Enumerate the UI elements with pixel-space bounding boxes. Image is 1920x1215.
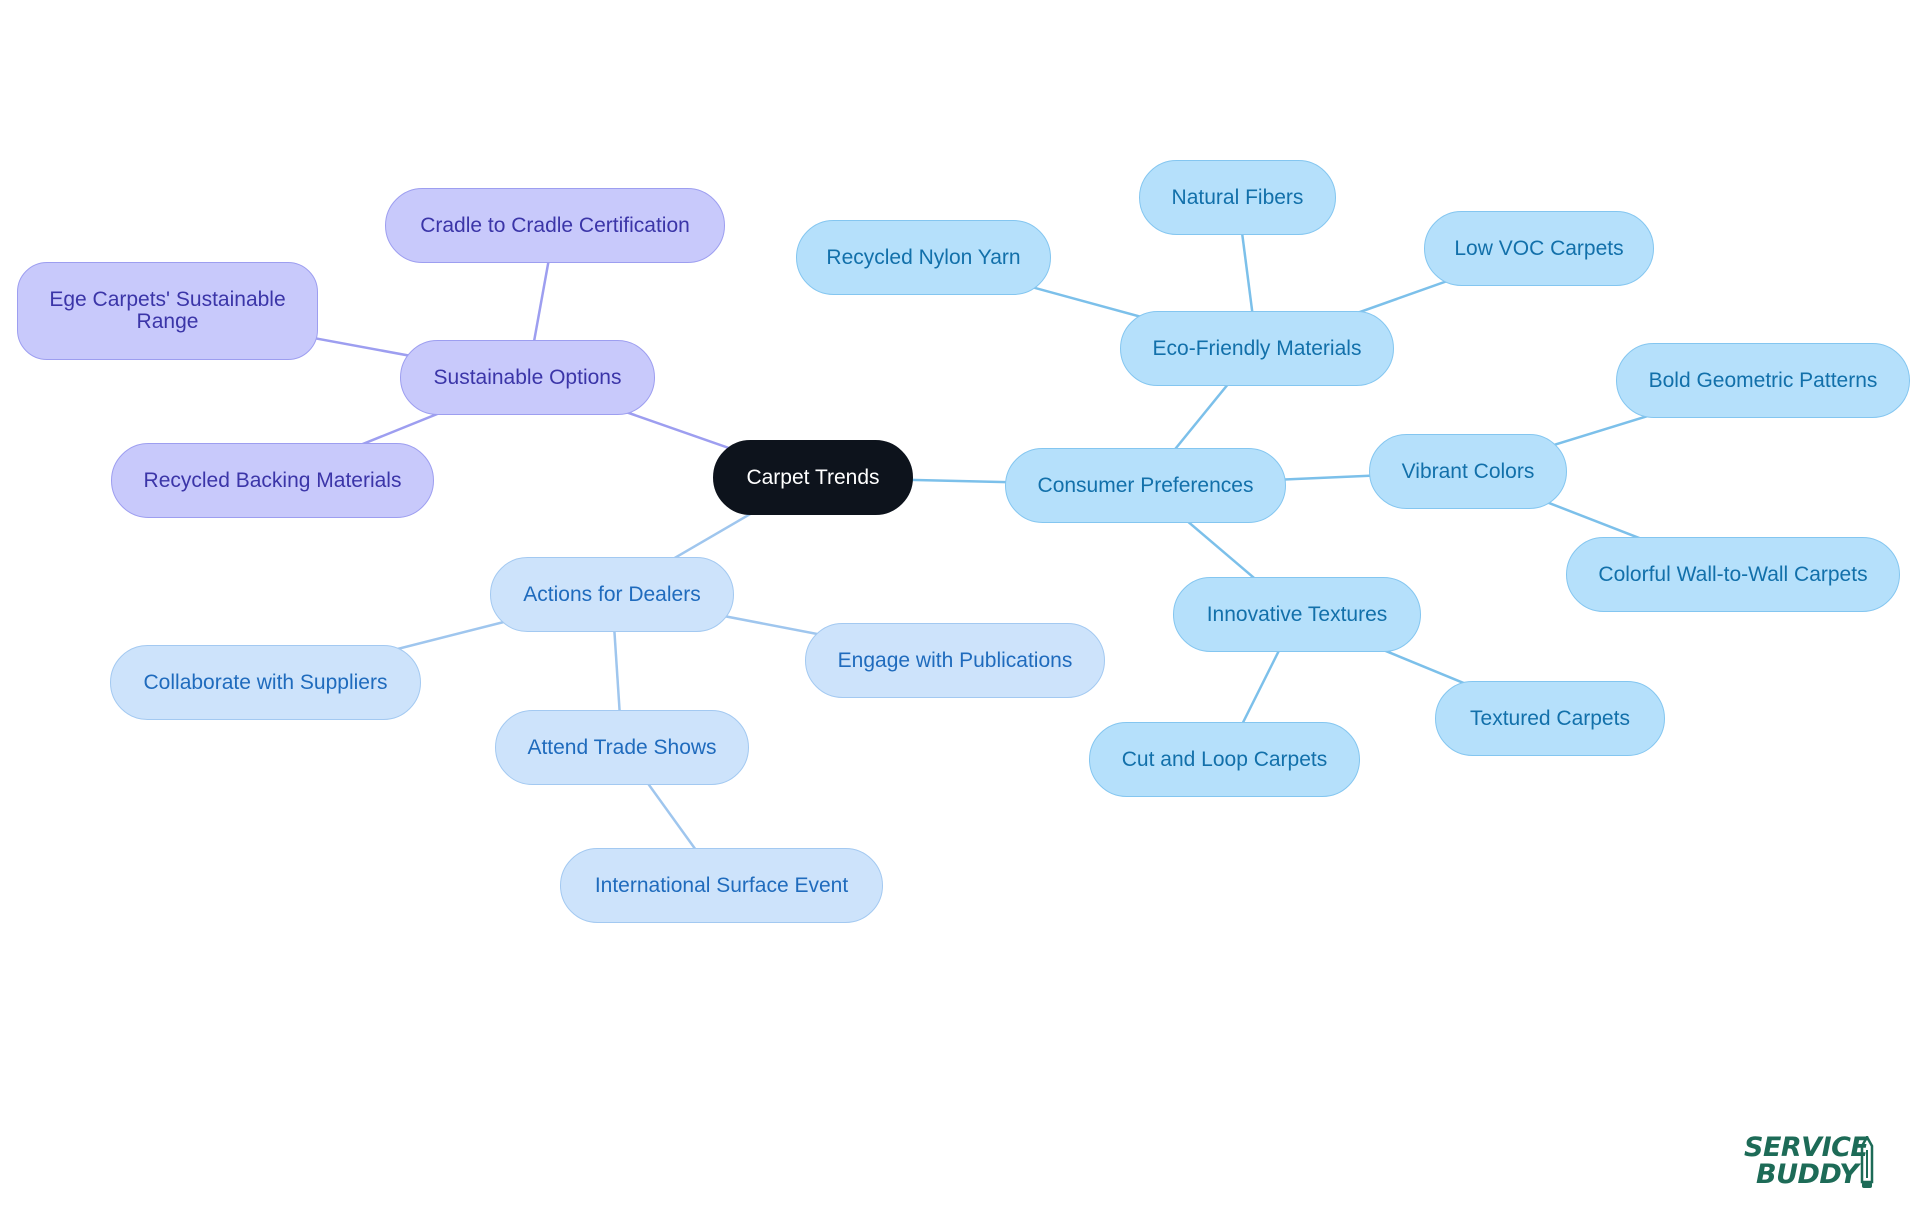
node-consumer-preferences[interactable]: Consumer Preferences	[1005, 448, 1286, 523]
logo-text-line2: BUDDY	[1756, 1159, 1859, 1190]
node-engage-with-publications[interactable]: Engage with Publications	[805, 623, 1105, 698]
node-textured-carpets[interactable]: Textured Carpets	[1435, 681, 1665, 756]
node-bold-geometric-patterns[interactable]: Bold Geometric Patterns	[1616, 343, 1910, 418]
node-innovative-textures[interactable]: Innovative Textures	[1173, 577, 1421, 652]
logo-text-line1: SERVICE	[1744, 1132, 1869, 1163]
node-vibrant-colors[interactable]: Vibrant Colors	[1369, 434, 1567, 509]
node-colorful-wall-to-wall-carpets[interactable]: Colorful Wall-to-Wall Carpets	[1566, 537, 1900, 612]
node-natural-fibers[interactable]: Natural Fibers	[1139, 160, 1336, 235]
node-recycled-backing-materials[interactable]: Recycled Backing Materials	[111, 443, 434, 518]
pencil-icon	[1860, 1136, 1874, 1188]
node-cut-and-loop-carpets[interactable]: Cut and Loop Carpets	[1089, 722, 1360, 797]
node-ege-carpets-sustainable-range[interactable]: Ege Carpets' Sustainable Range	[17, 262, 318, 360]
node-eco-friendly-materials[interactable]: Eco-Friendly Materials	[1120, 311, 1394, 386]
node-recycled-nylon-yarn[interactable]: Recycled Nylon Yarn	[796, 220, 1051, 295]
node-sustainable-options[interactable]: Sustainable Options	[400, 340, 655, 415]
node-low-voc-carpets[interactable]: Low VOC Carpets	[1424, 211, 1654, 286]
node-international-surface-event[interactable]: International Surface Event	[560, 848, 883, 923]
service-buddy-logo: SERVICE BUDDY	[1738, 1130, 1878, 1194]
node-collaborate-with-suppliers[interactable]: Collaborate with Suppliers	[110, 645, 421, 720]
node-actions-for-dealers[interactable]: Actions for Dealers	[490, 557, 734, 632]
node-cradle-to-cradle-certification[interactable]: Cradle to Cradle Certification	[385, 188, 725, 263]
node-attend-trade-shows[interactable]: Attend Trade Shows	[495, 710, 749, 785]
node-carpet-trends[interactable]: Carpet Trends	[713, 440, 913, 515]
